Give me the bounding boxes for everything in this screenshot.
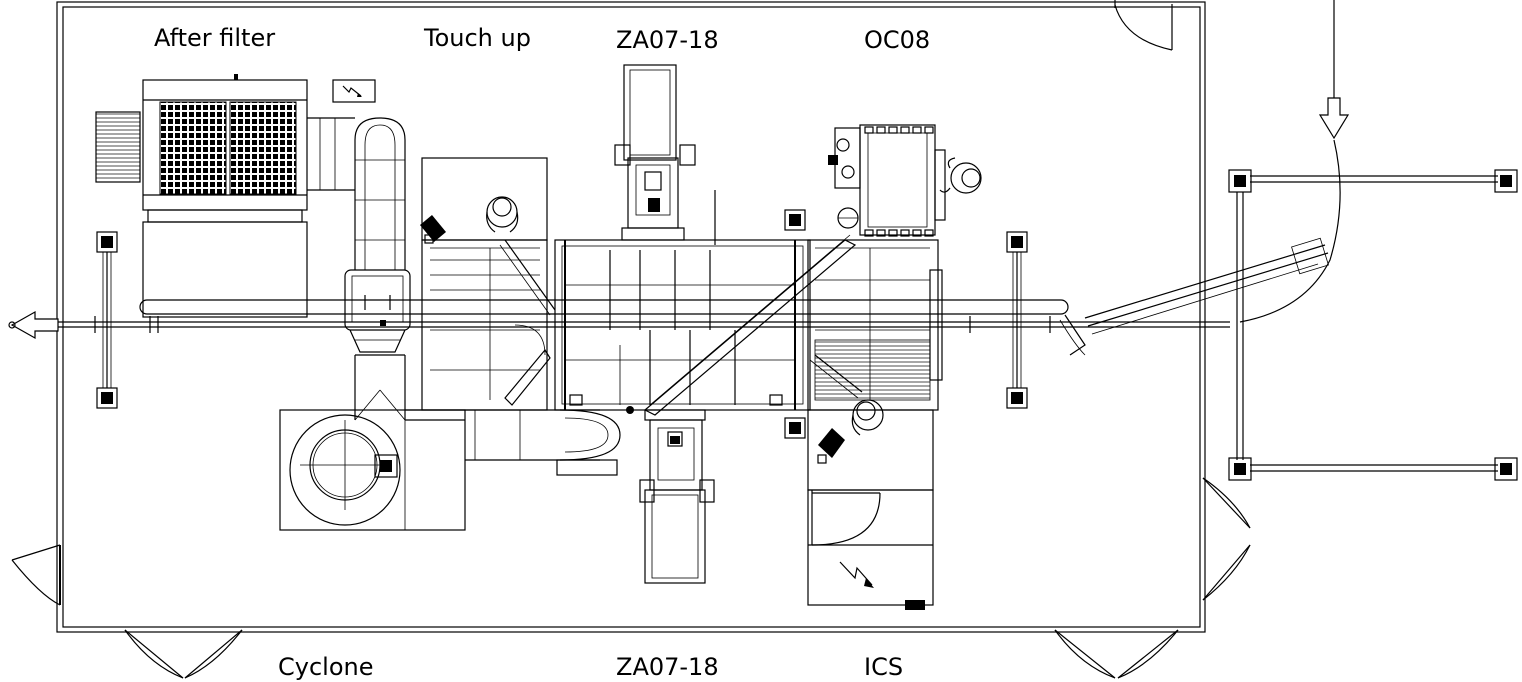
za-robot-top: [614, 64, 716, 245]
door-bottom-right-double: [1054, 629, 1179, 679]
label-touch-up: Touch up: [424, 24, 531, 52]
operator-touch-up: [486, 196, 519, 233]
door-bottom-left-double: [124, 629, 243, 679]
after-filter-unit: [95, 74, 308, 318]
door-top-right: [1114, 0, 1173, 51]
cyclone-fan: [279, 409, 466, 531]
oc08-robot: [828, 124, 946, 237]
za-robot-bottom: [639, 409, 715, 584]
central-booth: [554, 234, 857, 416]
label-ics: ICS: [864, 653, 904, 681]
label-cyclone: Cyclone: [278, 653, 374, 681]
door-right-double: [1202, 477, 1251, 601]
oc08-top-bolts: [864, 126, 934, 237]
cyclone-separator: [344, 269, 411, 353]
exit-arrow-left: [8, 310, 59, 340]
label-oc08: OC08: [864, 26, 931, 54]
spray-gun-touch-up: [420, 215, 446, 244]
label-after-filter: After filter: [154, 24, 276, 52]
entry-line: [1239, 0, 1350, 323]
main-conveyor: [40, 299, 1230, 333]
support-columns: [96, 209, 1028, 439]
label-za-top: ZA07-18: [616, 26, 719, 54]
room-walls: [56, 1, 1206, 633]
duct-vertical: [307, 117, 406, 421]
operator-ics: [851, 399, 884, 436]
warning-sign-top: [332, 79, 376, 103]
conveyor-right: [1059, 237, 1329, 356]
label-za-bottom: ZA07-18: [616, 653, 719, 681]
spray-gun-ics: [817, 428, 845, 464]
ics-booth: [807, 239, 943, 610]
door-left: [11, 544, 61, 606]
operator-oc08: [939, 157, 982, 194]
outside-rails: [1228, 169, 1518, 481]
touch-up-booth: [421, 157, 556, 411]
